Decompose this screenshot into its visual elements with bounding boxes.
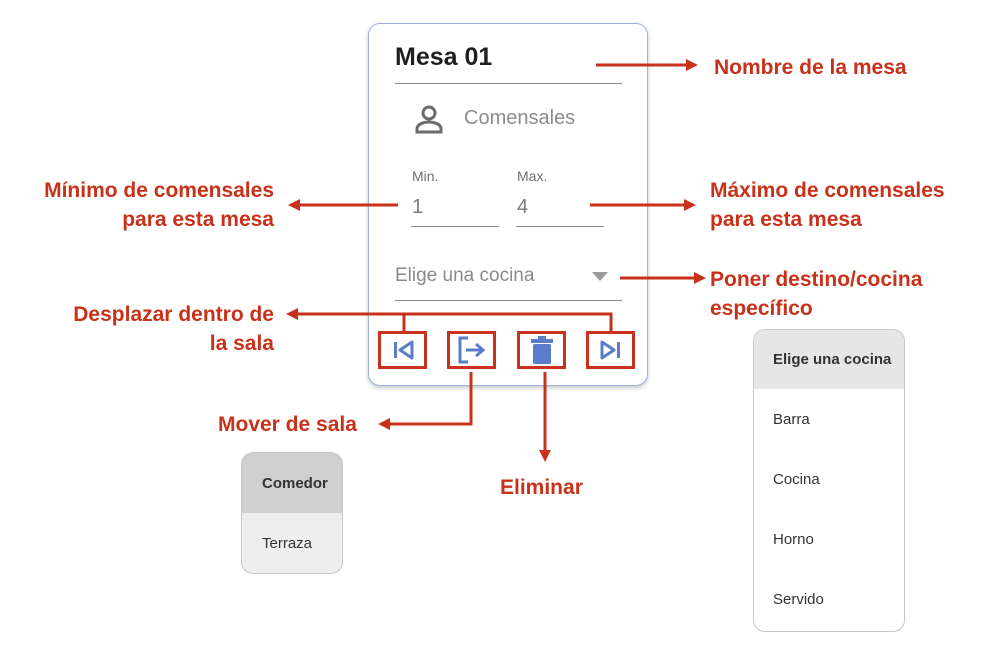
kitchen-option-servido[interactable]: Servido: [773, 590, 824, 608]
kitchen-menu: Elige una cocina Barra Cocina Horno Serv…: [753, 329, 905, 632]
annotation-minimo-line1: Mínimo de comensales: [44, 179, 274, 202]
annotation-minimo: Mínimo de comensales para esta mesa: [44, 176, 274, 234]
dropdown-arrow-icon[interactable]: [592, 272, 608, 282]
annotation-destino-line1: Poner destino/cocina: [710, 268, 923, 291]
kitchen-option-barra[interactable]: Barra: [773, 410, 810, 428]
person-icon: [415, 105, 443, 134]
min-label: Min.: [412, 168, 439, 184]
move-right-button[interactable]: [586, 331, 635, 369]
skip-previous-icon: [393, 340, 413, 360]
table-name-underline: [395, 83, 622, 84]
annotation-eliminar: Eliminar: [500, 476, 583, 499]
move-room-button[interactable]: [447, 331, 496, 369]
trash-icon: [530, 336, 553, 364]
annotation-maximo-line1: Máximo de comensales: [710, 179, 945, 202]
annotation-minimo-line2: para esta mesa: [122, 208, 274, 231]
room-option-terraza[interactable]: Terraza: [262, 534, 313, 552]
delete-button[interactable]: [517, 331, 566, 369]
annotation-nombre: Nombre de la mesa: [714, 56, 907, 79]
room-menu: Comedor Terraza: [241, 452, 343, 574]
annotation-destino: Poner destino/cocina específico: [710, 265, 922, 323]
diners-label: Comensales: [464, 107, 576, 129]
annotation-mover: Mover de sala: [218, 413, 357, 436]
max-input[interactable]: 4: [517, 196, 529, 218]
move-left-button[interactable]: [378, 331, 427, 369]
annotation-desplazar: Desplazar dentro de la sala: [73, 300, 274, 358]
annotation-maximo-line2: para esta mesa: [710, 208, 862, 231]
annotation-desplazar-line2: la sala: [209, 332, 274, 355]
table-name[interactable]: Mesa 01: [395, 43, 493, 71]
kitchen-option-header[interactable]: Elige una cocina: [754, 330, 904, 389]
annotation-maximo: Máximo de comensales para esta mesa: [710, 176, 945, 234]
annotation-destino-line2: específico: [710, 297, 813, 320]
max-underline: [516, 226, 604, 227]
room-option-comedor[interactable]: Comedor: [242, 453, 342, 513]
kitchen-option-horno[interactable]: Horno: [773, 530, 814, 548]
kitchen-select-underline: [395, 300, 622, 301]
annotation-desplazar-line1: Desplazar dentro de: [73, 303, 274, 326]
kitchen-select[interactable]: Elige una cocina: [395, 265, 535, 286]
move-room-icon: [458, 336, 485, 364]
min-underline: [411, 226, 499, 227]
max-label: Max.: [517, 168, 548, 184]
kitchen-option-cocina[interactable]: Cocina: [773, 470, 820, 488]
min-input[interactable]: 1: [412, 196, 424, 218]
skip-next-icon: [600, 340, 620, 360]
